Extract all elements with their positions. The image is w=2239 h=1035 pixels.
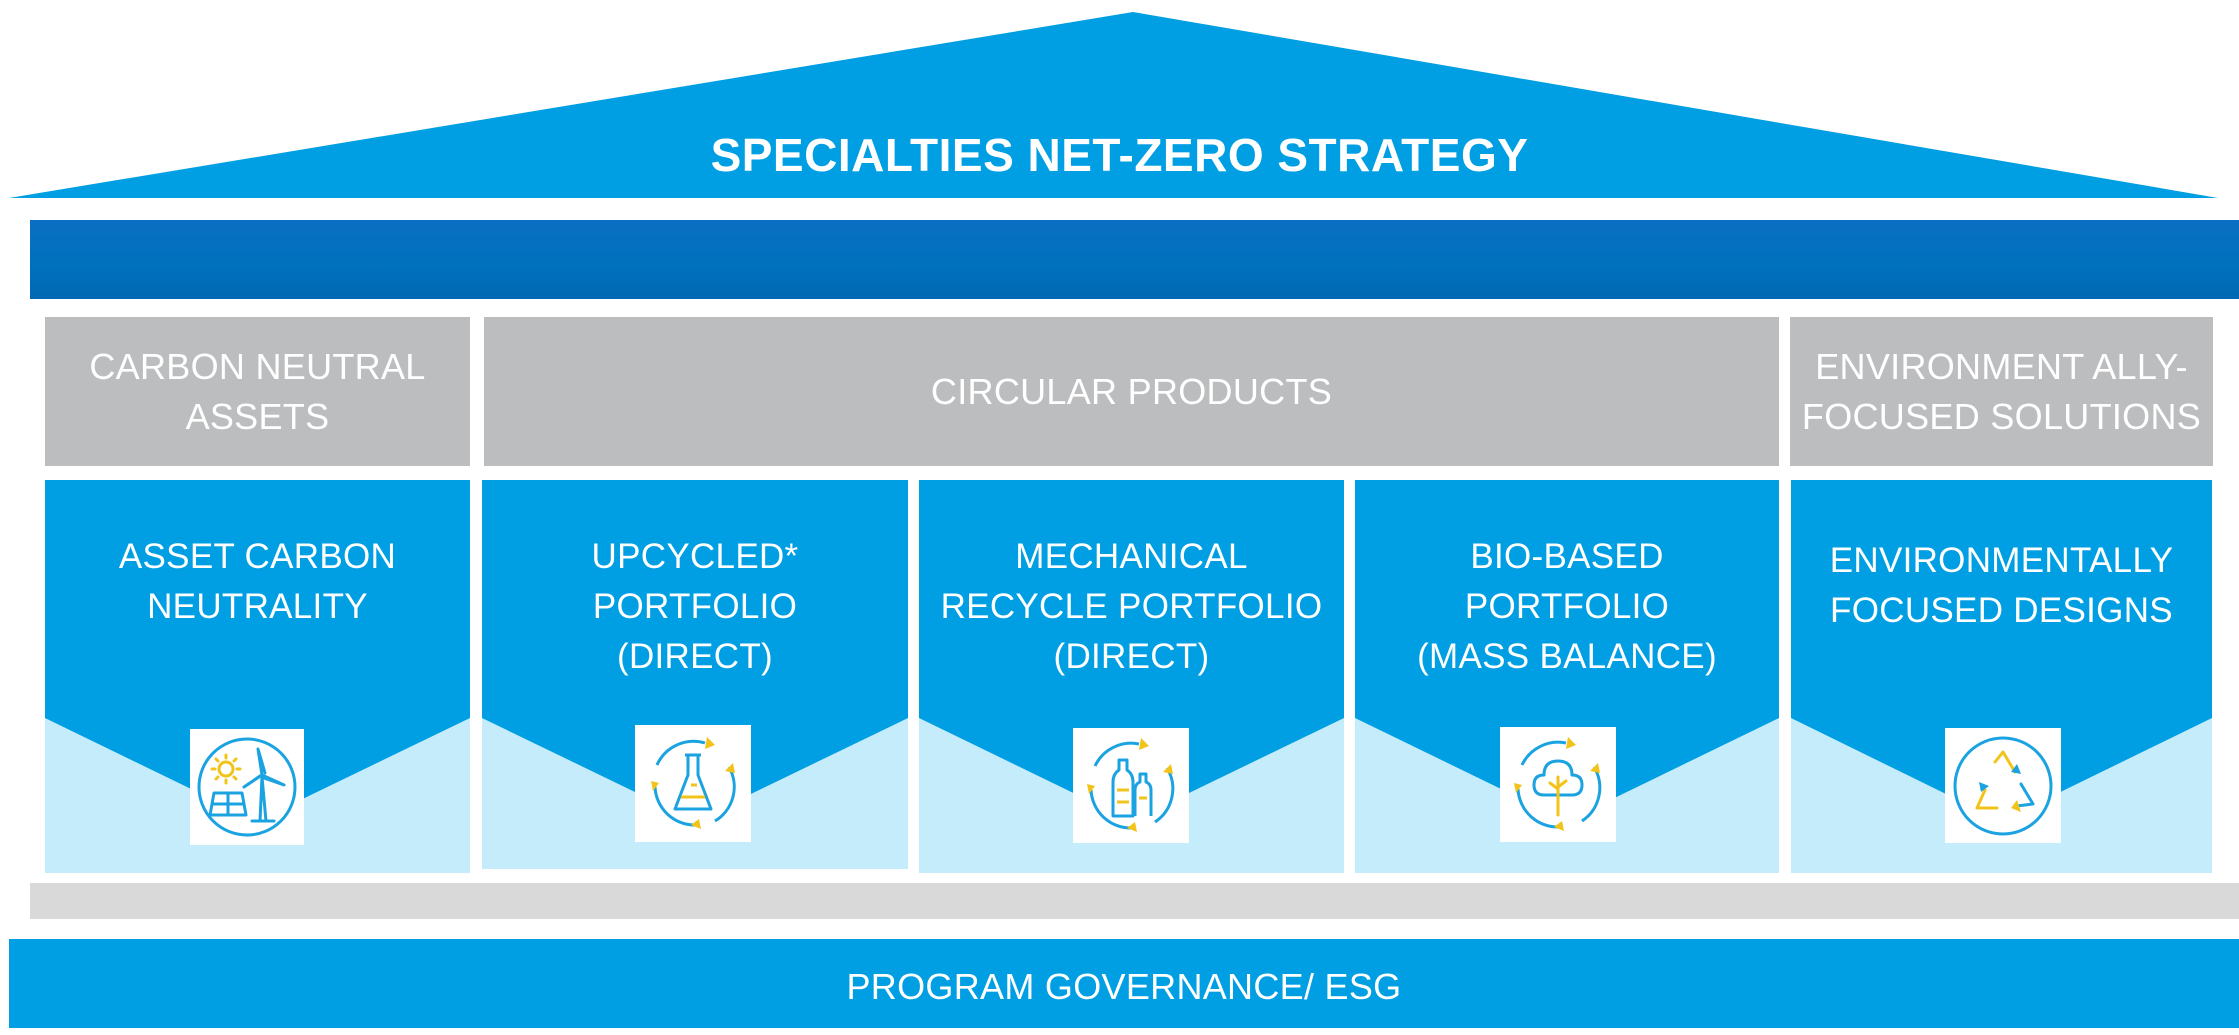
pillar-title-line: ENVIRONMENTALLY bbox=[1829, 541, 2174, 580]
pillar-title: MECHANICAL RECYCLE PORTFOLIO (DIRECT) bbox=[919, 532, 1344, 682]
category-line: ENVIRONMENT ALLY- bbox=[1815, 345, 2188, 387]
roof-beam bbox=[30, 220, 2239, 299]
category-label: CIRCULAR PRODUCTS bbox=[931, 367, 1332, 417]
category-label: ENVIRONMENT ALLY- FOCUSED SOLUTIONS bbox=[1802, 342, 2201, 442]
category-environmentally-focused-solutions: ENVIRONMENT ALLY- FOCUSED SOLUTIONS bbox=[1790, 317, 2213, 466]
pillar-title: ASSET CARBON NEUTRALITY bbox=[45, 532, 470, 632]
solar-wind-icon bbox=[197, 737, 297, 837]
pillar-background bbox=[1791, 480, 2212, 873]
pillar-title-line: PORTFOLIO bbox=[1464, 587, 1670, 626]
tree-cycle-icon bbox=[1514, 737, 1602, 831]
category-circular-products: CIRCULAR PRODUCTS bbox=[484, 317, 1779, 466]
icon-card bbox=[635, 725, 751, 842]
recycle-icon bbox=[1953, 736, 2053, 836]
pillar-title: UPCYCLED* PORTFOLIO (DIRECT) bbox=[482, 532, 908, 682]
pillar-upcycled-portfolio: UPCYCLED* PORTFOLIO (DIRECT) bbox=[482, 480, 908, 869]
flask-cycle-icon bbox=[651, 737, 736, 829]
pillar-title-line: ASSET CARBON bbox=[118, 537, 397, 576]
icon-card bbox=[1073, 728, 1189, 843]
pillar-title-line: PORTFOLIO bbox=[592, 587, 798, 626]
icon-card bbox=[190, 729, 304, 845]
pillar-title: BIO-BASED PORTFOLIO (MASS BALANCE) bbox=[1355, 532, 1779, 682]
icon-card bbox=[1500, 727, 1616, 842]
icon-card bbox=[1945, 728, 2061, 843]
roof-shape bbox=[9, 12, 2218, 198]
pillar-title-line: (MASS BALANCE) bbox=[1417, 637, 1717, 676]
pillar-background bbox=[919, 480, 1344, 873]
pillar-title-line: RECYCLE PORTFOLIO bbox=[940, 587, 1323, 626]
roof bbox=[9, 12, 2218, 198]
pillar-title: ENVIRONMENTALLY FOCUSED DESIGNS bbox=[1791, 536, 2212, 636]
pillar-title-line: (DIRECT) bbox=[1053, 637, 1210, 676]
pillar-bio-based-portfolio: BIO-BASED PORTFOLIO (MASS BALANCE) bbox=[1355, 480, 1779, 873]
bottles-cycle-icon bbox=[1087, 738, 1175, 832]
pillar-background bbox=[1355, 480, 1779, 873]
category-line: FOCUSED SOLUTIONS bbox=[1801, 395, 2202, 437]
pillar-mechanical-recycle-portfolio: MECHANICAL RECYCLE PORTFOLIO (DIRECT) bbox=[919, 480, 1344, 873]
pillar-title-line: FOCUSED DESIGNS bbox=[1830, 591, 2173, 630]
pillar-title-line: BIO-BASED bbox=[1470, 537, 1664, 576]
category-line: CARBON NEUTRAL bbox=[89, 345, 426, 387]
category-line: ASSETS bbox=[185, 395, 330, 437]
foundation-strip bbox=[30, 883, 2239, 919]
pillar-title-line: NEUTRALITY bbox=[147, 587, 368, 626]
pillar-title-line: MECHANICAL bbox=[1015, 537, 1248, 576]
category-line: CIRCULAR PRODUCTS bbox=[930, 370, 1333, 412]
strategy-title: SPECIALTIES NET-ZERO STRATEGY bbox=[710, 129, 1529, 181]
program-governance-bar: PROGRAM GOVERNANCE/ ESG bbox=[9, 939, 2239, 1028]
pillar-asset-carbon-neutrality: ASSET CARBON NEUTRALITY bbox=[45, 480, 470, 873]
pillar-environmentally-focused-designs: ENVIRONMENTALLY FOCUSED DESIGNS bbox=[1791, 480, 2212, 873]
pillar-background bbox=[45, 480, 470, 873]
pillar-title-line: UPCYCLED* bbox=[591, 537, 799, 576]
pillar-title-line: (DIRECT) bbox=[617, 637, 773, 676]
category-label: CARBON NEUTRAL ASSETS bbox=[89, 342, 425, 442]
category-carbon-neutral-assets: CARBON NEUTRAL ASSETS bbox=[45, 317, 470, 466]
